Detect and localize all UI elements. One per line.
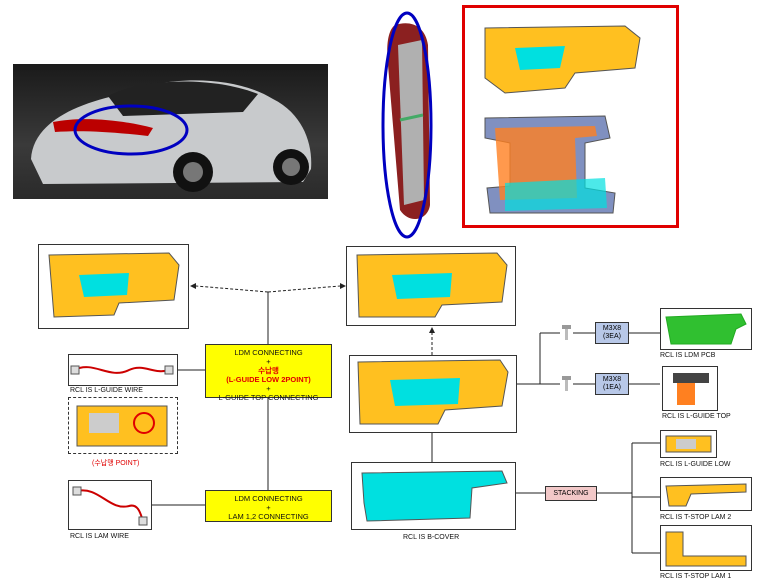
l-guide-wire-image xyxy=(68,354,178,386)
t-stop-lam2-label: RCL IS T-STOP LAM 2 xyxy=(660,514,732,521)
stacking-label: STACKING xyxy=(553,490,589,497)
m3x8-1ea-tag: M3X8 (1EA) xyxy=(595,373,629,395)
note2-plus: + xyxy=(266,503,271,512)
note-line-1: LDM CONNECTING xyxy=(234,348,303,357)
l-guide-low-image xyxy=(660,430,717,458)
ldm-pcb-label: RCL IS LDM PCB xyxy=(660,352,716,359)
note-lguide-top: L-GUIDE TOP CONNECTING xyxy=(218,393,319,402)
note2-line-1: LDM CONNECTING xyxy=(234,494,303,503)
m3x8-3ea-line2: (3EA) xyxy=(603,333,621,340)
highlight-ellipse-2 xyxy=(381,11,433,239)
t-stop-lam2-image xyxy=(660,477,752,511)
l-guide-top-image xyxy=(662,366,718,411)
lam-connecting-note: LDM CONNECTING + LAM 1,2 CONNECTING xyxy=(205,490,332,522)
result-image-left xyxy=(38,244,189,329)
point-label: (수납맹 POINT) xyxy=(92,460,140,467)
b-cover-image xyxy=(351,462,516,530)
note2-line-2: LAM 1,2 CONNECTING xyxy=(228,512,309,521)
car-photo xyxy=(13,64,328,199)
m3x8-3ea-line1: M3X8 xyxy=(602,325,622,332)
ldm-connecting-note: LDM CONNECTING + 수납맹 (L-GUIDE LOW 2POINT… xyxy=(205,344,332,402)
m3x8-3ea-tag: M3X8 (3EA) xyxy=(595,322,629,344)
m3x8-1ea-line1: M3X8 xyxy=(602,376,622,383)
center-assembly-image xyxy=(349,355,517,433)
note-korean: 수납맹 xyxy=(258,366,279,375)
b-cover-label: RCL IS B-COVER xyxy=(403,534,460,541)
m3x8-1ea-line2: (1EA) xyxy=(603,384,621,391)
ldm-pcb-image xyxy=(660,308,752,350)
stacking-tag: STACKING xyxy=(545,486,597,501)
lamp-side-image xyxy=(370,5,440,240)
note-lguide-low: (L-GUIDE LOW 2POINT) xyxy=(226,375,311,384)
point-detail-image xyxy=(68,397,178,454)
note-plus-1: + xyxy=(266,357,271,366)
screw-icon xyxy=(560,376,573,392)
highlighted-assembly xyxy=(462,5,679,228)
arrow-to-top-left xyxy=(195,285,269,293)
t-stop-lam1-label: RCL IS T-STOP LAM 1 xyxy=(660,573,732,580)
lam-wire-image xyxy=(68,480,152,530)
l-guide-top-label: RCL IS L-GUIDE TOP xyxy=(662,413,731,420)
l-guide-wire-label: RCL IS L-GUIDE WIRE xyxy=(70,387,143,394)
highlight-ellipse xyxy=(73,104,189,156)
t-stop-lam1-image xyxy=(660,525,752,571)
screw-icon xyxy=(560,325,573,341)
lam-wire-label: RCL IS LAM WIRE xyxy=(70,533,129,540)
l-guide-low-label: RCL IS L-GUIDE LOW xyxy=(660,461,731,468)
note-plus-2: + xyxy=(266,384,271,393)
result-image-middle xyxy=(346,246,516,326)
arrowhead xyxy=(190,283,196,289)
